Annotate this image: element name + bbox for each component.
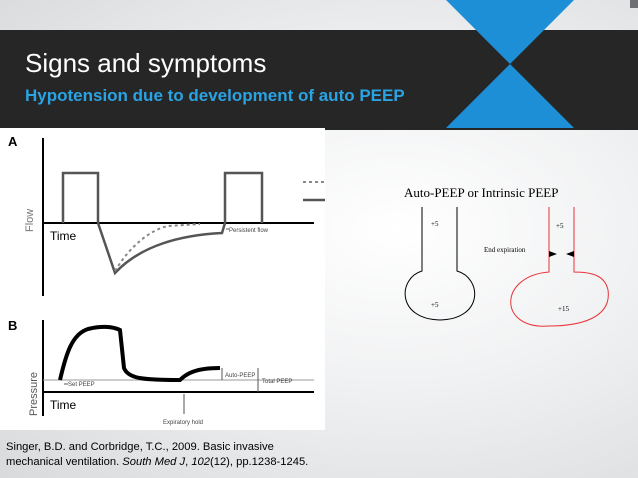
ventilator-waveform-figure: A B Flow Time Persistent flow Pressure T… (0, 128, 325, 430)
auto-peep-annotation: Auto-PEEP (225, 373, 255, 379)
citation-pages: (12), pp.1238-1245. (210, 456, 309, 468)
pressure-axis-label: Pressure (28, 372, 40, 416)
corner-mark (630, 0, 638, 8)
citation: Singer, B.D. and Corbridge, T.C., 2009. … (6, 440, 308, 470)
pressure-time-label: Time (50, 398, 77, 412)
expiratory-hold-annotation: Expiratory hold (163, 420, 203, 426)
waveform-plots: Flow Time Persistent flow Pressure Time … (24, 138, 325, 426)
normal-airway-pressure: +5 (431, 220, 439, 228)
auto-peep-title: Auto-PEEP or Intrinsic PEEP (404, 185, 558, 200)
right-narrowing-arrow-icon (566, 251, 574, 257)
flow-axis-label: Flow (24, 209, 36, 232)
obstruction-flow-curve (96, 222, 227, 276)
trapped-alveolar-pressure: +15 (558, 305, 569, 313)
bowtie-top-triangle (446, 0, 574, 64)
total-peep-annotation: Total PEEP (262, 379, 292, 385)
inspiratory-flow-pulse-1 (61, 171, 100, 223)
airway-pressure-curve (58, 324, 221, 383)
normal-alveolar-pressure: +5 (431, 301, 439, 309)
panel-b-label: B (8, 318, 18, 333)
citation-journal: South Med J (122, 456, 186, 468)
citation-volume: 102 (191, 456, 210, 468)
end-expiration-label: End expiration (484, 246, 526, 254)
left-narrowing-arrow-icon (549, 251, 557, 257)
auto-peep-diagram: Auto-PEEP or Intrinsic PEEP +5 +5 +5 +15… (404, 185, 609, 327)
set-peep-annotation: Set PEEP (68, 382, 95, 388)
citation-separator: , (185, 456, 192, 468)
normal-flow-curve (114, 223, 201, 272)
bowtie-bottom-triangle (446, 64, 574, 128)
persistent-flow-annotation: Persistent flow (229, 228, 269, 234)
normal-alveolus (404, 207, 476, 321)
citation-line-2: mechanical ventilation. South Med J, 102… (6, 455, 308, 470)
trapped-airway-pressure: +5 (556, 222, 564, 230)
trapped-alveolus (510, 207, 609, 327)
panel-a-label: A (8, 134, 18, 149)
flow-time-label: Time (50, 229, 77, 243)
bowtie-decoration (446, 0, 574, 128)
slide-title: Signs and symptoms (25, 48, 267, 78)
citation-text: mechanical ventilation. (6, 456, 123, 468)
citation-line-1: Singer, B.D. and Corbridge, T.C., 2009. … (6, 441, 274, 453)
slide-subtitle: Hypotension due to development of auto P… (25, 86, 405, 105)
inspiratory-flow-pulse-2 (223, 171, 264, 223)
